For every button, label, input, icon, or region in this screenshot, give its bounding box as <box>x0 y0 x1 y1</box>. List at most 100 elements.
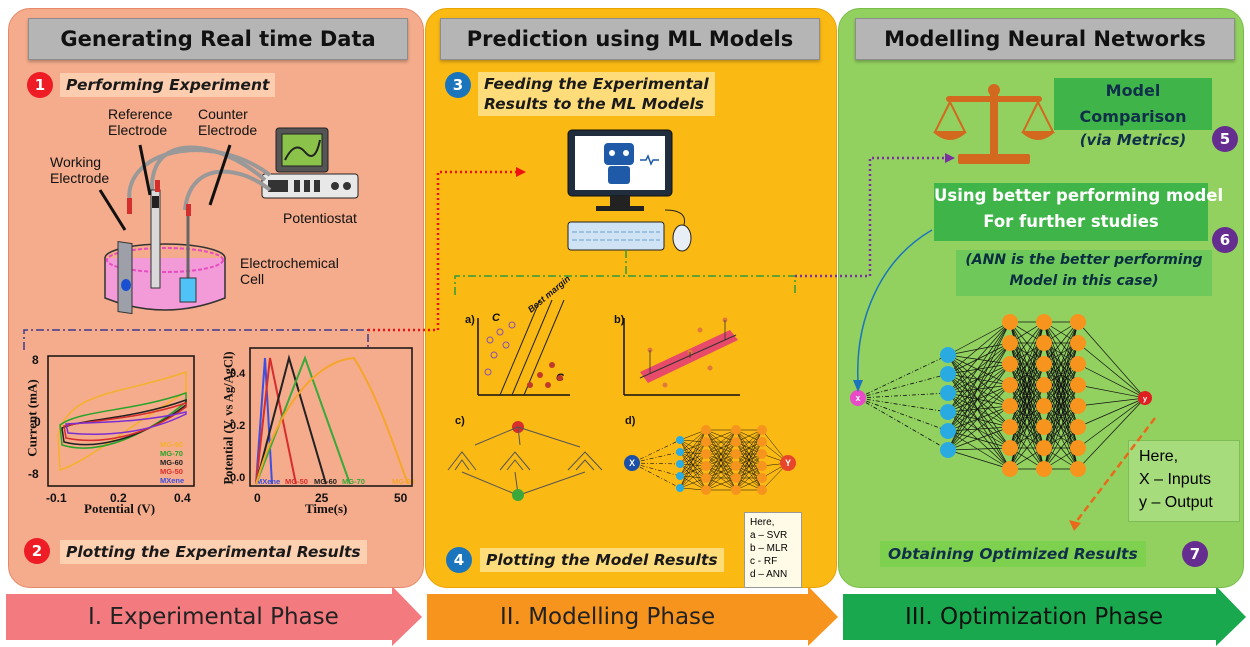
input-node <box>624 455 640 471</box>
cv-legend-mg60: MG-60 <box>160 458 183 467</box>
phase-label-3: III. Optimization Phase <box>905 603 1164 630</box>
model-legend-rf: c - RF <box>750 556 778 567</box>
neuron-0-5 <box>940 442 956 458</box>
phase-label-2: II. Modelling Phase <box>500 603 716 630</box>
neuron-2-5 <box>1036 419 1052 435</box>
step-1-badge: 1 <box>27 72 53 98</box>
gcd-mg70 <box>255 355 351 485</box>
cv-xtick-3: 0.4 <box>174 491 191 505</box>
neuron-2-7 <box>1036 461 1052 477</box>
model-legend-title: Here, <box>750 517 775 528</box>
neuron-1-1 <box>701 437 711 447</box>
random-forest-diagram <box>447 421 603 501</box>
neuron-1-4 <box>1002 398 1018 414</box>
neuron-0-4 <box>940 423 956 439</box>
neuron-2-4 <box>1036 398 1052 414</box>
cv-legend: MG-90 MG-70 MG-60 MG-50 MXene <box>160 440 184 485</box>
cv-legend-mxene: MXene <box>160 476 185 485</box>
neuron-3-1 <box>1070 335 1086 351</box>
ann-note-box: (ANN is the better performing Model in t… <box>956 250 1212 296</box>
model-legend-svr: a – SVR <box>750 530 788 541</box>
neuron-2-3 <box>1036 377 1052 393</box>
neuron-1-0 <box>701 425 711 435</box>
neuron-3-0 <box>757 425 767 435</box>
gcd-xtick-25: 25 <box>315 491 329 505</box>
sub-b-label: b) <box>614 314 625 326</box>
here-x: X – Inputs <box>1139 471 1212 488</box>
step-7-label: Obtaining Optimized Results <box>880 541 1146 567</box>
step-4-badge: 4 <box>446 547 472 573</box>
reference-electrode-label: Reference Electrode <box>108 106 173 138</box>
working-electrode-label: Working Electrode <box>50 154 110 186</box>
cv-ytick-0: 0 <box>34 415 41 429</box>
gcd-xlabel: Time(s) <box>305 501 348 516</box>
cv-loop-mg90 <box>57 370 187 472</box>
neuron-0-4 <box>676 484 684 492</box>
neuron-3-5 <box>757 485 767 495</box>
neuron-2-5 <box>731 485 741 495</box>
step-2-badge: 2 <box>24 538 50 564</box>
neuron-3-4 <box>757 473 767 483</box>
neuron-2-1 <box>1036 335 1052 351</box>
cv-legend-mg50: MG-50 <box>160 467 183 476</box>
gcd-ytick-1: 0.4 <box>230 368 246 380</box>
here-y: y – Output <box>1139 494 1213 511</box>
model-legend-ann: d – ANN <box>750 569 788 580</box>
neuron-0-3 <box>940 404 956 420</box>
cv-xtick-1: -0.1 <box>46 491 67 505</box>
gcd-plot <box>249 347 413 487</box>
cv-xlabel: Potential (V) <box>84 501 156 516</box>
step-3-label: Feeding the Experimental Results to the … <box>478 72 715 116</box>
scale-icon <box>933 84 1055 164</box>
neuron-0-1 <box>676 448 684 456</box>
sub-a-label: a) <box>465 314 475 326</box>
sub-d-label: d) <box>625 415 636 427</box>
neuron-1-2 <box>701 449 711 459</box>
neuron-1-3 <box>701 461 711 471</box>
output-node <box>1138 391 1152 405</box>
neuron-2-4 <box>731 473 741 483</box>
cv-ytick-neg8: -8 <box>28 467 39 481</box>
neuron-3-4 <box>1070 398 1086 414</box>
counter-electrode-label: Counter Electrode <box>198 106 258 138</box>
model-legend-mlr: b – MLR <box>750 543 788 554</box>
step-7-badge: 7 <box>1182 541 1208 567</box>
neuron-3-7 <box>1070 461 1086 477</box>
neuron-1-6 <box>1002 440 1018 456</box>
neuron-1-1 <box>1002 335 1018 351</box>
neuron-3-6 <box>1070 440 1086 456</box>
neuron-2-2 <box>1036 356 1052 372</box>
neuron-0-1 <box>940 366 956 382</box>
gcd-xtick-0: 0 <box>254 491 261 505</box>
input-node-label: X <box>629 458 635 468</box>
neuron-0-2 <box>676 460 684 468</box>
gcd-mg60 <box>255 354 327 485</box>
svr-plot <box>477 299 570 396</box>
cv-loop-mxene <box>65 411 187 435</box>
cv-plot <box>47 355 195 487</box>
neuron-2-3 <box>731 461 741 471</box>
neuron-1-4 <box>701 473 711 483</box>
neuron-3-2 <box>1070 356 1086 372</box>
cv-legend-mg90: MG-90 <box>160 440 183 449</box>
neuron-1-3 <box>1002 377 1018 393</box>
here-box: Here, X – Inputs y – Output <box>1128 440 1240 522</box>
gcd-xtick-50: 50 <box>394 491 408 505</box>
cv-xtick-2: 0.2 <box>110 491 127 505</box>
neuron-2-1 <box>731 437 741 447</box>
gcd-ytick-2: 0.2 <box>230 420 246 432</box>
neuron-3-2 <box>757 449 767 459</box>
neuron-0-3 <box>676 472 684 480</box>
neuron-1-7 <box>1002 461 1018 477</box>
step-4-label: Plotting the Model Results <box>480 548 724 572</box>
step-1-label: Performing Experiment <box>60 73 276 97</box>
input-node-label: x <box>856 393 861 403</box>
svr-c1-label: C <box>492 312 500 324</box>
gcd-mg90 <box>255 356 409 485</box>
neuron-1-5 <box>701 485 711 495</box>
gcd-label-mg90: MG-90 <box>392 477 415 486</box>
neuron-1-2 <box>1002 356 1018 372</box>
model-comparison-label: Model Comparison <box>1079 81 1187 126</box>
